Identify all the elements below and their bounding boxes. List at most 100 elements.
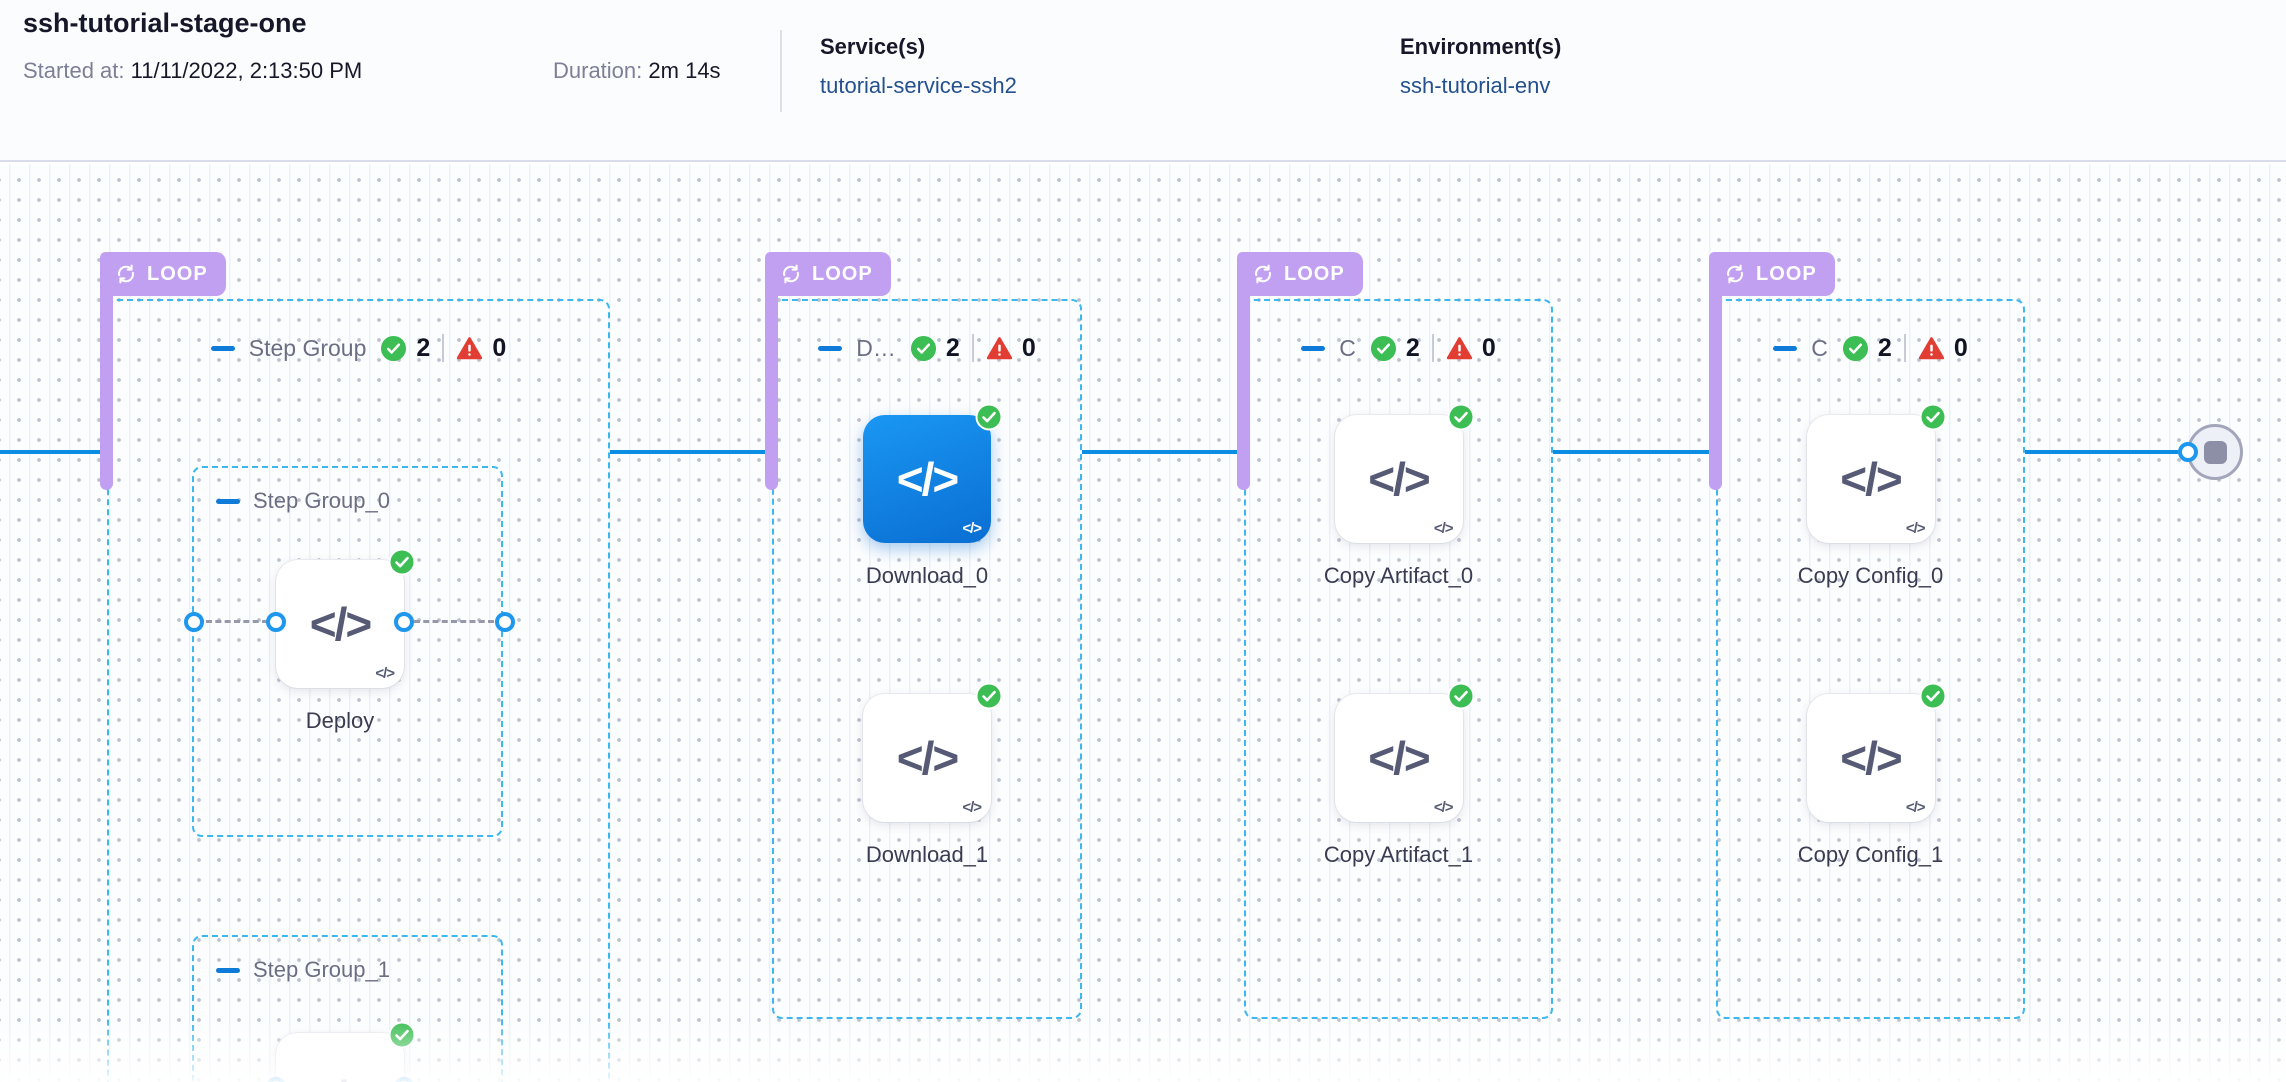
success-badge-icon	[1919, 403, 1946, 431]
service-link[interactable]: tutorial-service-ssh2	[820, 73, 1017, 98]
code-icon: </>	[1840, 453, 1902, 505]
code-mini-icon: </>	[1905, 799, 1926, 816]
step-label: Copy Artifact_1	[1323, 842, 1474, 867]
step-group-0-container[interactable]: Step Group_0 </> </> Deploy	[184, 466, 515, 837]
count-divider	[971, 334, 974, 362]
group-header: Step Group_0	[216, 488, 390, 514]
copy-config-group-container[interactable]: LOOP C 2 0 </>	[1709, 252, 2025, 1019]
connector-port[interactable]	[2178, 442, 2198, 462]
group-label: C	[1339, 334, 1356, 361]
group-label: C	[1811, 334, 1828, 361]
header-divider	[780, 30, 782, 112]
stage-summary-header: ssh-tutorial-stage-one Started at: 11/11…	[0, 0, 2286, 162]
loop-icon	[783, 264, 799, 284]
code-icon: </>	[310, 1070, 372, 1082]
connector-port[interactable]	[394, 612, 414, 632]
success-count: 2	[1877, 333, 1892, 362]
connector-port[interactable]	[184, 612, 204, 632]
failure-count: 0	[1481, 333, 1496, 362]
group-header: C 2 0	[1246, 333, 1551, 363]
execution-line-segment	[1082, 450, 1244, 454]
failure-count: 0	[492, 333, 507, 362]
step-download-1[interactable]: </> </> Download_1	[863, 682, 1003, 867]
connector-port[interactable]	[266, 612, 286, 632]
download-group-container[interactable]: LOOP D… 2 0 </>	[765, 252, 1082, 1019]
success-badge-icon	[1447, 682, 1474, 710]
stage-title: ssh-tutorial-stage-one	[23, 8, 307, 38]
copy-artifact-group-container[interactable]: LOOP C 2 0 </>	[1237, 252, 1553, 1019]
code-icon: </>	[1368, 453, 1430, 505]
started-at-value: 11/11/2022, 2:13:50 PM	[130, 58, 363, 83]
step-copy-artifact-1[interactable]: </> </> Copy Artifact_1	[1324, 682, 1474, 867]
environments-column: Environment(s) ssh-tutorial-env	[1400, 34, 1561, 99]
step-card[interactable]: </> </>	[863, 682, 1003, 822]
collapse-icon[interactable]	[1301, 345, 1326, 351]
code-mini-icon: </>	[1433, 520, 1454, 537]
environment-link[interactable]: ssh-tutorial-env	[1400, 73, 1551, 98]
success-icon	[381, 335, 407, 361]
step-card[interactable]: </> </>	[1806, 682, 1946, 822]
code-mini-icon: </>	[375, 665, 395, 682]
loop-badge: LOOP	[100, 252, 226, 296]
success-icon	[910, 335, 936, 361]
started-at-label: Started at:	[23, 58, 125, 83]
environments-label: Environment(s)	[1400, 34, 1562, 59]
step-card[interactable]: </> </>	[1806, 403, 1946, 543]
success-icon	[1370, 335, 1396, 361]
stop-icon	[2203, 440, 2227, 464]
group-label: Step Group_1	[253, 957, 390, 982]
group-label: Step Group_0	[253, 488, 390, 513]
step-card[interactable]: </> </>	[1334, 403, 1474, 543]
step-copy-config-1[interactable]: </> </> Copy Config_1	[1798, 682, 1946, 867]
status-cluster: 2 0	[1842, 334, 1968, 363]
collapse-icon[interactable]	[818, 345, 843, 351]
count-divider	[1431, 334, 1434, 362]
collapse-icon[interactable]	[210, 345, 235, 351]
services-label: Service(s)	[820, 34, 926, 59]
step-deploy[interactable]: </> </> Deploy	[276, 548, 416, 733]
failure-icon	[1446, 336, 1472, 359]
step-card-selected[interactable]: </> </>	[863, 403, 1003, 543]
collapse-icon[interactable]	[216, 498, 240, 504]
success-count: 2	[945, 333, 960, 362]
code-icon: </>	[1368, 732, 1430, 784]
step-card[interactable]: </> </>	[276, 548, 416, 688]
loop-badge-label: LOOP	[147, 262, 208, 285]
loop-icon	[118, 264, 134, 284]
step-card[interactable]: </> </>	[276, 1021, 416, 1082]
code-mini-icon: </>	[1433, 799, 1454, 816]
group-label: D…	[856, 334, 896, 361]
loop-badge-label: LOOP	[1756, 262, 1817, 285]
step-partial[interactable]: </> </>	[276, 1021, 416, 1082]
step-card[interactable]: </> </>	[1334, 682, 1474, 822]
connector-port[interactable]	[495, 612, 515, 632]
step-group-container[interactable]: LOOP Step Group 2 0	[100, 252, 610, 1082]
group-label: Step Group	[248, 334, 367, 361]
collapse-icon[interactable]	[216, 967, 240, 973]
code-mini-icon: </>	[962, 799, 982, 816]
collapse-icon[interactable]	[1773, 345, 1798, 351]
success-icon	[1842, 335, 1868, 361]
group-header: C 2 0	[1718, 333, 2023, 363]
loop-strip	[1709, 252, 1722, 490]
success-count: 2	[1405, 333, 1420, 362]
connector-dash	[206, 620, 268, 623]
step-copy-artifact-0[interactable]: </> </> Copy Artifact_0	[1324, 403, 1474, 588]
step-download-0[interactable]: </> </> Download_0	[863, 403, 1003, 588]
loop-icon	[1255, 264, 1271, 284]
connector-dash	[414, 620, 494, 623]
loop-badge: LOOP	[1237, 252, 1363, 296]
status-cluster: 2 0	[380, 334, 506, 363]
group-header: Step Group 2 0	[109, 333, 608, 363]
step-label: Deploy	[305, 708, 375, 733]
success-badge-icon	[388, 548, 416, 576]
step-copy-config-0[interactable]: </> </> Copy Config_0	[1798, 403, 1946, 588]
group-header: D… 2 0	[774, 333, 1080, 363]
failure-icon	[1918, 336, 1944, 359]
success-badge-icon	[1919, 682, 1946, 710]
loop-badge-label: LOOP	[1284, 262, 1345, 285]
count-divider	[1903, 334, 1906, 362]
step-group-1-container[interactable]: Step Group_1 </> </>	[192, 935, 503, 1082]
success-badge-icon	[975, 403, 1003, 431]
execution-line-segment	[610, 450, 772, 454]
